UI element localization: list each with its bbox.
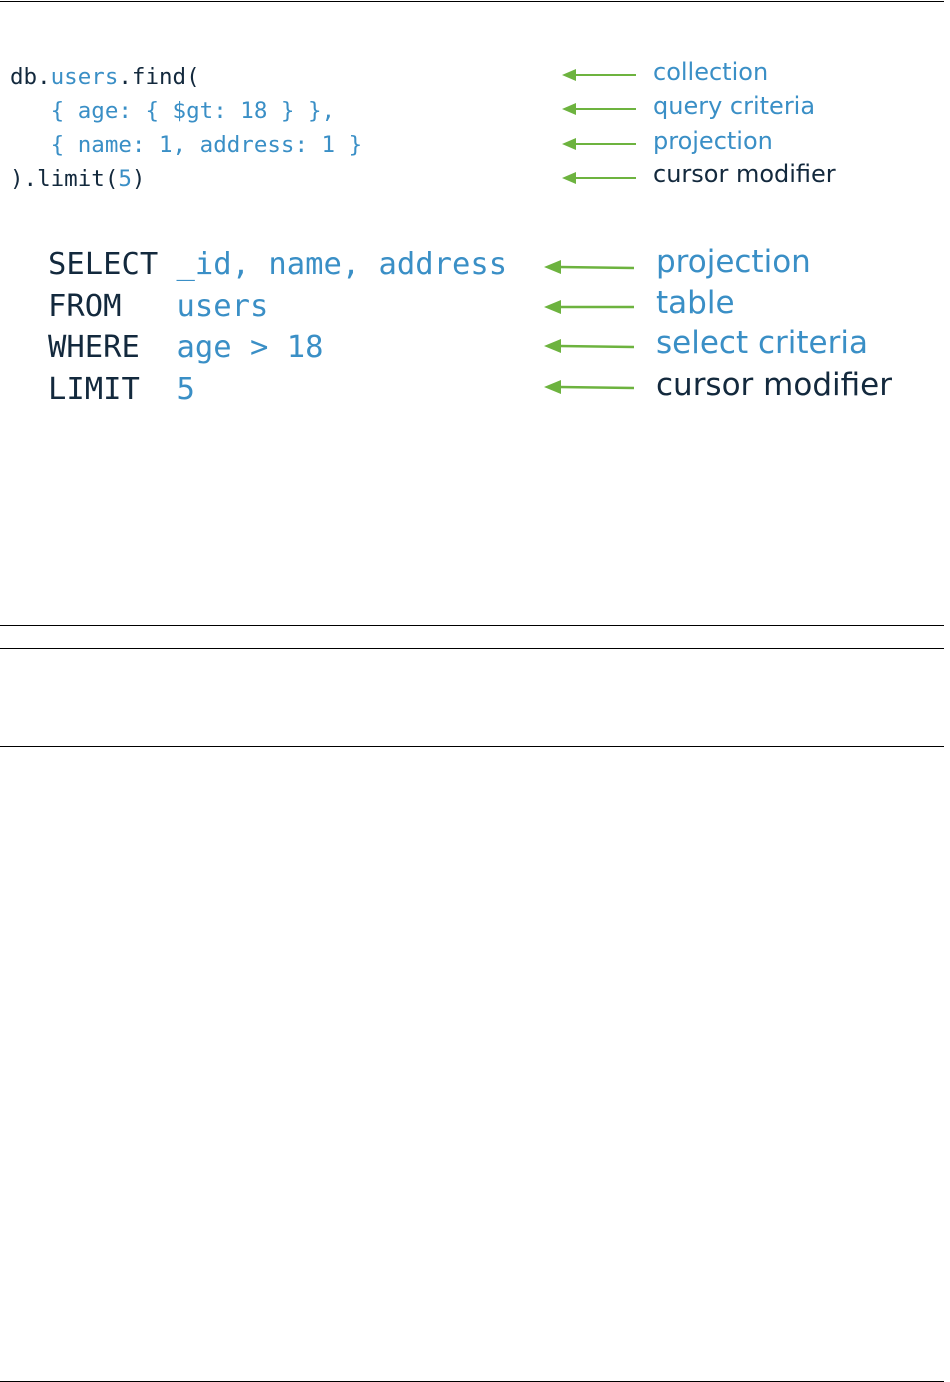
sql-line-from: FROM users <box>48 289 268 324</box>
label-sql-cursor-modifier: cursor modifier <box>656 367 892 403</box>
sql-limit-value: 5 <box>176 371 195 407</box>
mongo-find-token: .find( <box>118 64 200 90</box>
mongo-limit-token: ).limit( <box>10 166 119 192</box>
mongo-query-code: db.users.find( { age: { $gt: 18 } }, { n… <box>10 60 362 196</box>
sql-line-limit: LIMIT 5 <box>48 372 195 407</box>
label-cursor-modifier: cursor modifier <box>653 160 836 188</box>
label-projection: projection <box>653 127 773 155</box>
mongo-db-token: db. <box>10 64 51 90</box>
sql-query-code: SELECT _id, name, address FROM users WHE… <box>48 244 507 410</box>
arrow-left-icon <box>562 172 636 184</box>
label-collection: collection <box>653 58 769 86</box>
label-query-criteria: query criteria <box>653 92 816 120</box>
separator-rule-1 <box>0 625 944 626</box>
sql-select-keyword: SELECT <box>48 247 177 282</box>
mongo-line-4: ).limit(5) <box>10 166 145 192</box>
sql-select-fields: _id, name, address <box>176 247 508 282</box>
arrow-left-icon <box>562 69 636 81</box>
sql-line-where: WHERE age > 18 <box>48 330 323 365</box>
sql-where-condition: age > 18 <box>176 330 324 365</box>
mongo-line-2-query-criteria: { age: { $gt: 18 } }, <box>10 98 336 124</box>
mongo-close-paren: ) <box>131 166 146 192</box>
separator-rule-3 <box>0 746 944 747</box>
separator-rule-2 <box>0 648 944 649</box>
mongo-collection-token: users <box>50 64 119 90</box>
sql-line-select: SELECT _id, name, address <box>48 247 507 282</box>
arrow-left-icon <box>544 300 634 314</box>
label-sql-projection: projection <box>656 244 811 280</box>
sql-limit-keyword: LIMIT <box>48 371 177 407</box>
arrow-left-icon <box>544 380 635 394</box>
sql-table-name: users <box>176 288 269 324</box>
arrow-left-icon <box>562 138 636 150</box>
mongo-line-3-projection: { name: 1, address: 1 } <box>10 132 363 158</box>
top-rule <box>0 1 944 2</box>
sql-where-keyword: WHERE <box>48 330 177 365</box>
arrow-left-icon <box>544 339 635 353</box>
mongo-line-1: db.users.find( <box>10 64 200 90</box>
arrow-left-icon <box>544 260 635 274</box>
mongo-limit-value: 5 <box>118 166 132 192</box>
sql-from-keyword: FROM <box>48 288 177 324</box>
label-sql-select-criteria: select criteria <box>656 325 868 361</box>
label-sql-table: table <box>656 285 735 321</box>
arrow-left-icon <box>562 103 636 115</box>
